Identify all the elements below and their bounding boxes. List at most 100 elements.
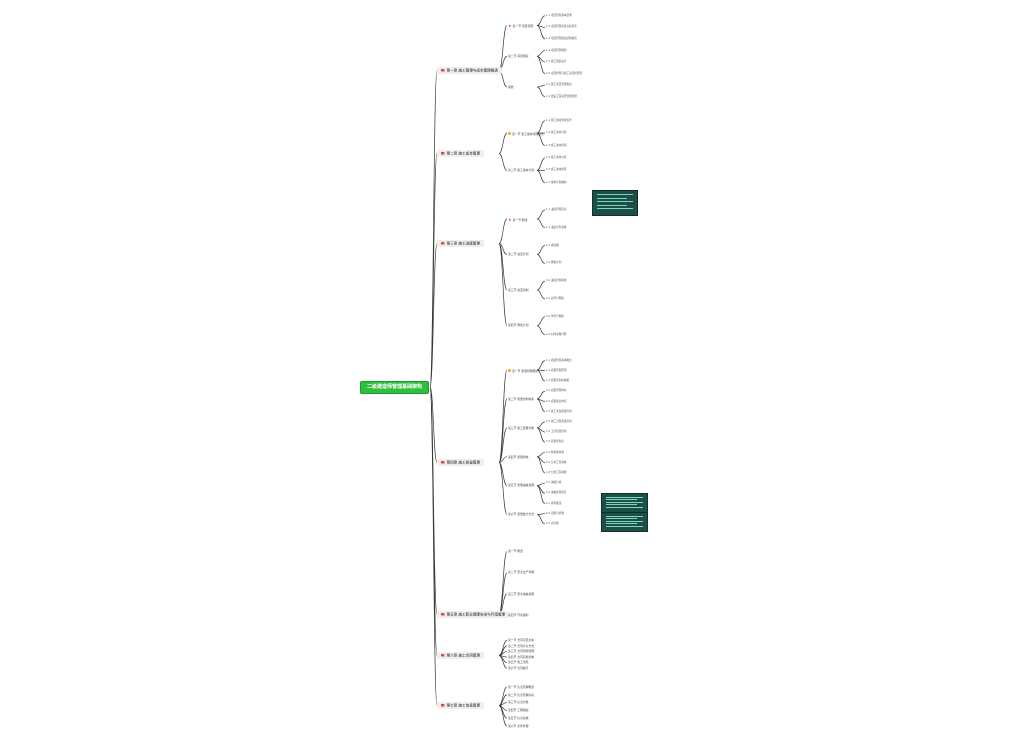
section-node-7-6-label: 第六节 文件管理 bbox=[508, 723, 529, 728]
leaf-node-3-7[interactable]: 4.2 单代号网络 bbox=[545, 315, 565, 319]
leaf-node-1-6-label: 1.6 项目经理与施工项目经理部 bbox=[546, 71, 583, 75]
section-to-leaf-4-16 bbox=[536, 513, 546, 515]
section-node-3-3-label: 第三节 进度控制 bbox=[508, 287, 529, 292]
section-node-4-1[interactable]: 第一节 质量管理概述 bbox=[507, 368, 539, 373]
thumbnail-line bbox=[606, 506, 643, 508]
leaf-node-1-4-label: 1.4 项目管理规划 bbox=[546, 48, 567, 52]
root-node[interactable]: 二级建造师管理基础架构 bbox=[360, 381, 430, 394]
leaf-node-1-1[interactable]: 1.1 项目管理基本要求 bbox=[545, 14, 573, 18]
leaf-node-2-6[interactable]: 2.1 成本计划编制 bbox=[545, 181, 568, 185]
section-node-5-3[interactable]: 第三节 安全事故处理 bbox=[507, 592, 535, 596]
leaf-node-4-16[interactable]: 6.2 因果分析图 bbox=[545, 512, 565, 516]
thumbnail-line bbox=[597, 194, 633, 195]
section-node-7-4[interactable]: 第四节 工程档案 bbox=[507, 708, 529, 712]
priority-orange-icon bbox=[508, 368, 511, 372]
leaf-node-1-6[interactable]: 1.6 项目经理与施工项目经理部 bbox=[545, 72, 583, 76]
leaf-node-3-4[interactable]: 2.2 网络计划 bbox=[545, 262, 562, 266]
section-node-6-1[interactable]: 第一节 合同示范文本 bbox=[507, 638, 535, 642]
chapter-node-6[interactable]: 第六章 施工合同管理 bbox=[437, 652, 484, 660]
chapter-node-4[interactable]: 第四章 施工质量管理 bbox=[437, 459, 484, 467]
section-node-5-1[interactable]: 第一节 概述 bbox=[507, 550, 524, 554]
section-node-5-4[interactable]: 第四节 环境保护 bbox=[507, 613, 529, 617]
leaf-node-4-6[interactable]: 3.1 施工准备质量控制 bbox=[545, 410, 573, 414]
leaf-node-3-6[interactable]: 4.1 双代号网络 bbox=[545, 297, 565, 301]
section-node-7-6[interactable]: 第六节 文件管理 bbox=[507, 724, 529, 728]
section-node-5-4-label: 第四节 环境保护 bbox=[508, 612, 529, 617]
section-node-4-4[interactable]: 第四节 质量验收 bbox=[507, 455, 529, 459]
leaf-node-4-5[interactable]: 2.2 质量保证体系 bbox=[545, 400, 568, 404]
thumbnail-line bbox=[606, 504, 637, 506]
section-node-3-1[interactable]: ★第一节 概述 bbox=[507, 217, 528, 223]
leaf-node-4-15[interactable]: 6.1 排列图法 bbox=[545, 502, 562, 506]
leaf-node-1-2[interactable]: 1.2 项目管理的目标和任务 bbox=[545, 26, 578, 30]
leaf-node-4-4[interactable]: 2.1 质量管理体系 bbox=[545, 390, 568, 394]
section-node-1-1[interactable]: ★第一节 项目管理 bbox=[507, 23, 534, 29]
section-node-3-3[interactable]: 第三节 进度控制 bbox=[507, 288, 529, 292]
leaf-node-4-8[interactable]: 3.3 工序质量控制 bbox=[545, 430, 568, 435]
leaf-node-2-2[interactable]: 1.2 施工成本计划 bbox=[545, 131, 568, 136]
leaf-node-1-3[interactable]: 1.3 项目管理组织结构模式 bbox=[545, 37, 578, 41]
section-node-7-5[interactable]: 第五节 信息系统 bbox=[507, 716, 529, 720]
section-node-4-3[interactable]: 第三节 施工质量控制 bbox=[507, 426, 535, 430]
leaf-node-1-7[interactable]: 2.1 施工项目管理组织 bbox=[545, 83, 573, 88]
chapter-node-2[interactable]: 第二章 施工成本管理 bbox=[437, 150, 484, 158]
leaf-node-4-11[interactable]: 4.2 分项工程验收 bbox=[545, 461, 568, 465]
leaf-node-4-3[interactable]: 1.3 质量控制的依据 bbox=[545, 379, 570, 384]
section-node-6-4[interactable]: 第四节 合同实施控制 bbox=[507, 655, 535, 659]
section-node-7-3[interactable]: 第三节 信息分类 bbox=[507, 701, 529, 705]
section-node-4-6[interactable]: 第六节 质量统计方法 bbox=[507, 513, 535, 517]
leaf-node-3-5[interactable]: 3.1 进度控制措施 bbox=[545, 279, 568, 284]
leaf-node-4-9[interactable]: 3.4 质量控制点 bbox=[545, 441, 565, 445]
leaf-node-4-14[interactable]: 5.2 事故处理程序 bbox=[545, 492, 568, 496]
section-node-5-2[interactable]: 第二节 安全生产管理 bbox=[507, 571, 535, 575]
leaf-node-3-8[interactable]: 4.3 时间参数计算 bbox=[545, 333, 568, 337]
flag-icon bbox=[441, 460, 445, 464]
section-node-3-2[interactable]: 第二节 进度计划 bbox=[507, 252, 529, 256]
leaf-node-3-5-label: 3.1 进度控制措施 bbox=[546, 279, 567, 283]
leaf-node-2-4[interactable]: 1.4 施工成本分析 bbox=[545, 156, 568, 160]
leaf-node-3-1[interactable]: 1.1 进度管理目标 bbox=[545, 208, 568, 212]
section-node-6-3-label: 第三节 合同风险管理 bbox=[508, 649, 535, 654]
leaf-node-1-4[interactable]: 1.4 项目管理规划 bbox=[545, 49, 568, 53]
leaf-node-4-3-label: 1.3 质量控制的依据 bbox=[546, 379, 570, 383]
leaf-node-4-7[interactable]: 3.2 施工过程质量控制 bbox=[545, 420, 573, 424]
leaf-node-3-3[interactable]: 2.1 横道图 bbox=[545, 244, 560, 248]
section-node-1-2[interactable]: 第二节 项目组织 bbox=[507, 54, 529, 58]
leaf-node-4-17-label: 6.3 直方图 bbox=[546, 521, 559, 525]
leaf-node-4-17[interactable]: 6.3 直方图 bbox=[545, 522, 560, 526]
chapter-node-5[interactable]: 第五章 施工职业健康安全与环境管理 bbox=[437, 611, 510, 619]
leaf-node-4-16-label: 6.2 因果分析图 bbox=[546, 511, 564, 515]
section-to-leaf-4-7 bbox=[536, 421, 546, 429]
section-node-7-2[interactable]: 第二节 信息管理手段 bbox=[507, 693, 535, 697]
section-node-4-5[interactable]: 第五节 质量事故处理 bbox=[507, 484, 535, 488]
chapter-node-3[interactable]: 第三章 施工进度管理 bbox=[437, 240, 484, 248]
section-node-7-1[interactable]: 第一节 信息管理概述 bbox=[507, 685, 535, 689]
leaf-node-1-8[interactable]: 2.2 建设工程项目管理规划 bbox=[545, 95, 578, 99]
section-node-3-4[interactable]: 第四节 网络计划 bbox=[507, 324, 529, 328]
leaf-node-4-1[interactable]: 1.1 质量管理基本概念 bbox=[545, 359, 573, 363]
leaf-node-4-1-label: 1.1 质量管理基本概念 bbox=[546, 358, 572, 362]
leaf-node-2-5[interactable]: 1.5 施工成本核算 bbox=[545, 169, 568, 173]
chapter-node-1[interactable]: 第一章 施工管理与成本管理概述 bbox=[437, 67, 502, 75]
leaf-node-2-3[interactable]: 1.3 施工成本控制 bbox=[545, 144, 568, 148]
flag-icon bbox=[441, 653, 445, 657]
thumbnail-line bbox=[597, 208, 633, 210]
leaf-node-3-3-label: 2.1 横道图 bbox=[546, 243, 559, 247]
section-node-6-5[interactable]: 第五节 施工索赔 bbox=[507, 661, 529, 665]
section-node-2-2[interactable]: 第二节 施工成本计划 bbox=[507, 168, 535, 172]
section-node-4-2[interactable]: 第二节 质量控制体系 bbox=[507, 397, 535, 401]
leaf-node-3-2[interactable]: 1.2 进度计划系统 bbox=[545, 226, 568, 230]
chapter-node-7[interactable]: 第七章 施工信息管理 bbox=[437, 702, 484, 710]
section-node-1-3[interactable]: 其他 bbox=[507, 85, 515, 89]
leaf-node-2-1-label: 1.1 施工成本管理任务 bbox=[546, 118, 572, 122]
section-node-6-2[interactable]: 第二节 合同计价方式 bbox=[507, 644, 535, 648]
leaf-node-4-12[interactable]: 4.3 分部工程验收 bbox=[545, 471, 568, 475]
leaf-node-2-1[interactable]: 1.1 施工成本管理任务 bbox=[545, 119, 573, 123]
leaf-node-4-13[interactable]: 5.1 事故分类 bbox=[545, 481, 562, 486]
leaf-node-4-2[interactable]: 1.2 质量管理原则 bbox=[545, 369, 568, 373]
section-node-2-1[interactable]: 第一节 施工成本管理任务 bbox=[507, 131, 545, 136]
section-node-6-6[interactable]: 第六节 合同履行 bbox=[507, 666, 529, 670]
section-node-6-3[interactable]: 第三节 合同风险管理 bbox=[507, 649, 535, 653]
leaf-node-1-5[interactable]: 1.5 施工组织设计 bbox=[545, 60, 568, 65]
leaf-node-4-10[interactable]: 4.1 检验批验收 bbox=[545, 451, 565, 455]
